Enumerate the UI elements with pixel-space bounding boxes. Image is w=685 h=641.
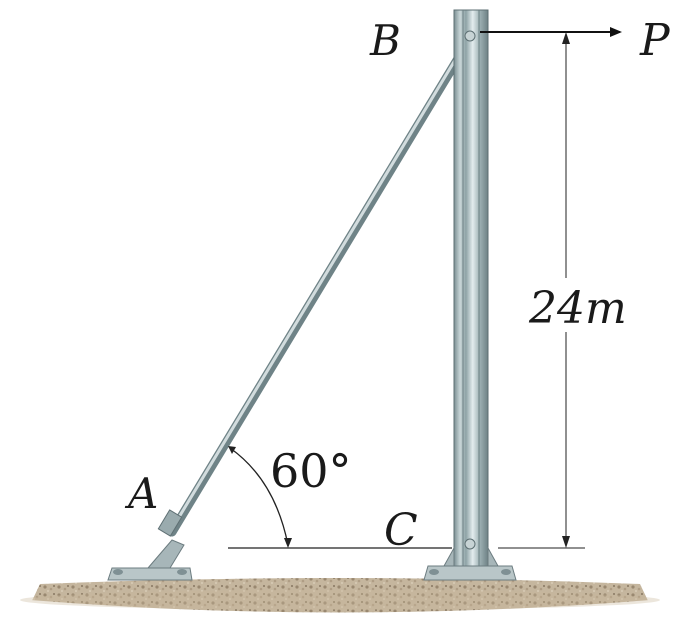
ground: [20, 578, 660, 641]
base-plate-a: [107, 539, 193, 581]
pole-bc: [453, 9, 489, 567]
height-label: 24m: [528, 283, 627, 334]
height-dimension: [488, 31, 615, 549]
angle-label: 60°: [270, 444, 352, 498]
strut-ab: [157, 37, 473, 537]
point-c-label: C: [384, 505, 418, 556]
force-label: P: [639, 15, 671, 66]
point-a-label: A: [124, 469, 158, 518]
point-b-label: B: [369, 16, 401, 65]
angle-arc: [228, 446, 292, 548]
base-plate-c: [423, 546, 517, 581]
